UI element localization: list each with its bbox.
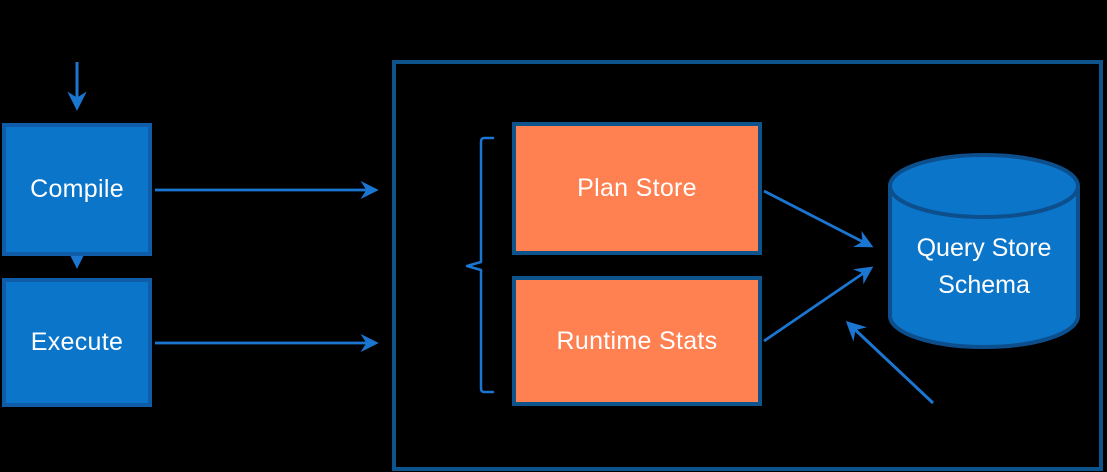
left-brace-icon [465,136,495,394]
node-execute-label: Execute [30,328,124,356]
arrow-runtime-stats-to-schema [763,266,874,343]
node-compile: Compile [2,123,152,256]
node-query-store-schema-label: Query Store Schema [916,234,1052,299]
node-runtime-stats-label: Runtime Stats [556,326,718,355]
node-compile-label: Compile [30,175,124,203]
node-plan-store-label: Plan Store [577,174,697,202]
arrow-annotation-to-schema [845,320,935,405]
node-plan-store: Plan Store [512,122,762,255]
database-cylinder-icon [888,153,1080,349]
query-store-container [392,60,1103,471]
arrow-plan-store-to-schema [763,189,874,248]
node-execute: Execute [2,278,152,407]
node-runtime-stats: Runtime Stats [512,276,762,406]
